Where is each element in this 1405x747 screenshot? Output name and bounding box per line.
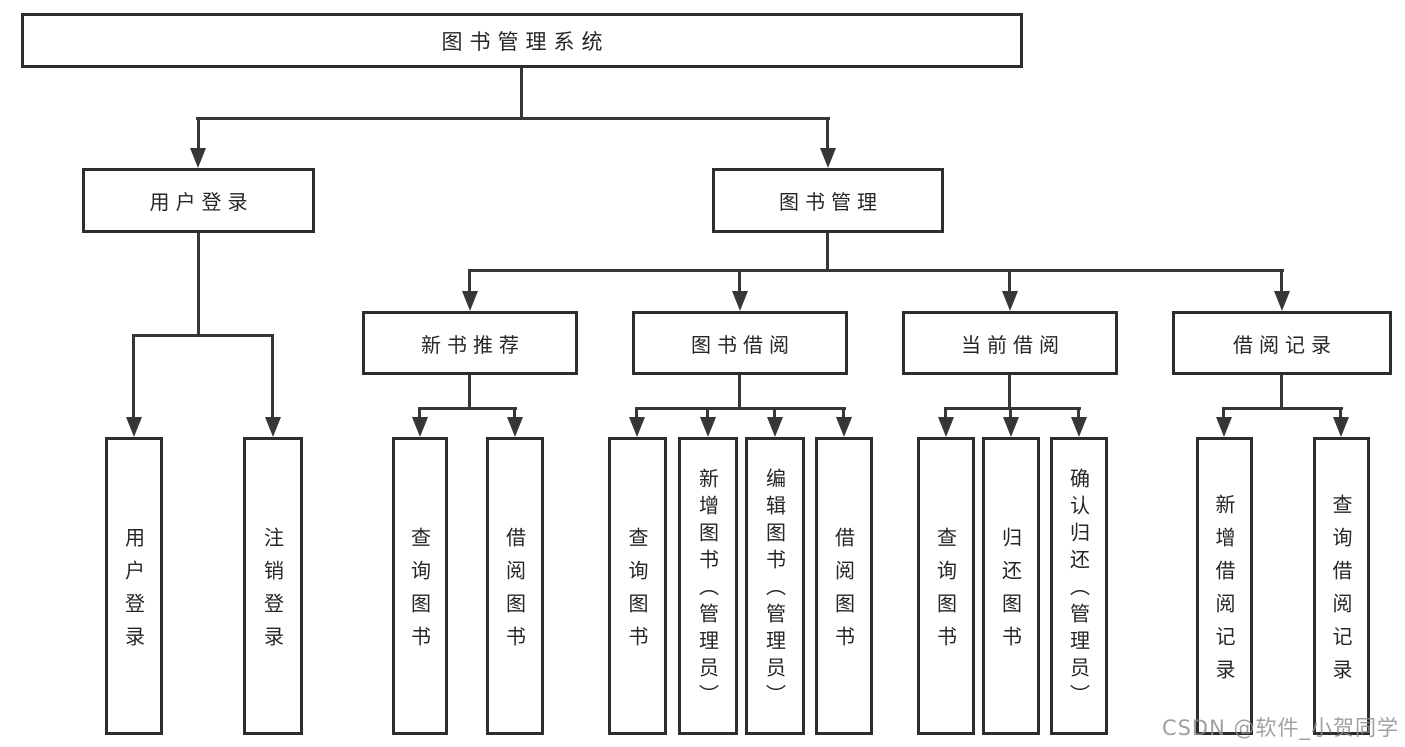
connector-line (418, 407, 517, 410)
connector-line (826, 233, 829, 271)
connector-line (738, 269, 741, 295)
arrowhead-down-icon (1274, 291, 1290, 311)
node-label: 图书管理 (779, 190, 883, 214)
arrowhead-down-icon (1002, 291, 1018, 311)
arrowhead-down-icon (938, 417, 954, 437)
arrowhead-down-icon (1216, 417, 1232, 437)
leaf-confirm-return-admin: 确认归还（管理员） (1050, 437, 1108, 735)
arrowhead-down-icon (732, 291, 748, 311)
leaf-borrow-book-recommend: 借阅图书 (486, 437, 544, 735)
arrowhead-down-icon (767, 417, 783, 437)
connector-line (944, 407, 947, 419)
node-label: 图书借阅 (691, 332, 795, 357)
leaf-user-login: 用户登录 (105, 437, 163, 735)
node-label: 借阅记录 (1233, 332, 1337, 357)
arrowhead-down-icon (412, 417, 428, 437)
node-label: 新书推荐 (421, 332, 525, 357)
leaf-label: 注销登录 (260, 526, 285, 659)
connector-line (513, 407, 516, 419)
connector-line (1008, 269, 1011, 295)
connector-line (418, 407, 421, 419)
connector-line (738, 375, 741, 409)
arrowhead-down-icon (265, 417, 281, 437)
connector-line (197, 233, 200, 336)
leaf-label: 确认归还（管理员） (1066, 468, 1091, 711)
connector-line (773, 407, 776, 419)
connector-line (1339, 407, 1342, 419)
node-label: 用户登录 (149, 190, 254, 214)
connector-line (1280, 375, 1283, 409)
leaf-label: 查询图书 (407, 526, 432, 659)
arrowhead-down-icon (462, 291, 478, 311)
connector-line (826, 117, 829, 150)
arrowhead-down-icon (1333, 417, 1349, 437)
leaf-label: 编辑图书（管理员） (762, 468, 787, 711)
connector-line (1008, 375, 1011, 409)
arrowhead-down-icon (507, 417, 523, 437)
connector-line (1222, 407, 1225, 419)
node-new-book-recommend: 新书推荐 (362, 311, 578, 375)
connector-line (635, 407, 846, 410)
arrowhead-down-icon (700, 417, 716, 437)
node-root-label: 图书管理系统 (441, 29, 610, 54)
leaf-label: 新增借阅记录 (1212, 493, 1236, 692)
leaf-label: 查询图书 (933, 526, 958, 659)
connector-line (706, 407, 709, 419)
connector-line (1280, 269, 1283, 295)
connector-line (842, 407, 845, 419)
arrowhead-down-icon (190, 148, 206, 168)
connector-line (520, 68, 523, 118)
leaf-label: 查询图书 (625, 526, 649, 659)
connector-line (1222, 407, 1343, 410)
connector-line (1077, 407, 1080, 419)
node-current-borrow: 当前借阅 (902, 311, 1118, 375)
node-borrow-record: 借阅记录 (1172, 311, 1392, 375)
leaf-label: 借阅图书 (502, 526, 527, 659)
leaf-label: 借阅图书 (831, 526, 856, 659)
leaf-label: 新增图书（管理员） (695, 468, 720, 711)
connector-line (271, 334, 274, 419)
leaf-query-borrow-record: 查询借阅记录 (1313, 437, 1370, 735)
node-book-management: 图书管理 (712, 168, 944, 233)
leaf-query-book-recommend: 查询图书 (392, 437, 448, 735)
connector-line (468, 269, 471, 295)
node-user-login: 用户登录 (82, 168, 315, 233)
leaf-label: 查询借阅记录 (1329, 493, 1353, 692)
arrowhead-down-icon (1003, 417, 1019, 437)
arrowhead-down-icon (836, 417, 852, 437)
leaf-label: 归还图书 (998, 526, 1023, 659)
node-root: 图书管理系统 (21, 13, 1023, 68)
connector-line (468, 269, 1284, 272)
leaf-add-borrow-record: 新增借阅记录 (1196, 437, 1253, 735)
arrowhead-down-icon (1071, 417, 1087, 437)
arrowhead-down-icon (629, 417, 645, 437)
watermark: CSDN @软件_小贺同学 (1161, 716, 1399, 740)
leaf-add-book-admin: 新增图书（管理员） (678, 437, 738, 735)
connector-line (196, 117, 830, 120)
node-label: 当前借阅 (961, 332, 1065, 357)
connector-line (635, 407, 638, 419)
leaf-borrow-book: 借阅图书 (815, 437, 873, 735)
leaf-return-book: 归还图书 (982, 437, 1040, 735)
leaf-query-book-borrow: 查询图书 (608, 437, 667, 735)
leaf-label: 用户登录 (121, 526, 146, 659)
connector-line (468, 375, 471, 409)
connector-line (132, 334, 135, 419)
leaf-logout: 注销登录 (243, 437, 303, 735)
arrowhead-down-icon (820, 148, 836, 168)
leaf-query-book-current: 查询图书 (917, 437, 975, 735)
connector-line (197, 117, 200, 150)
connector-line (132, 334, 274, 337)
leaf-edit-book-admin: 编辑图书（管理员） (745, 437, 805, 735)
connector-line (1009, 407, 1012, 419)
node-book-borrow: 图书借阅 (632, 311, 848, 375)
arrowhead-down-icon (126, 417, 142, 437)
connector-line (944, 407, 1081, 410)
